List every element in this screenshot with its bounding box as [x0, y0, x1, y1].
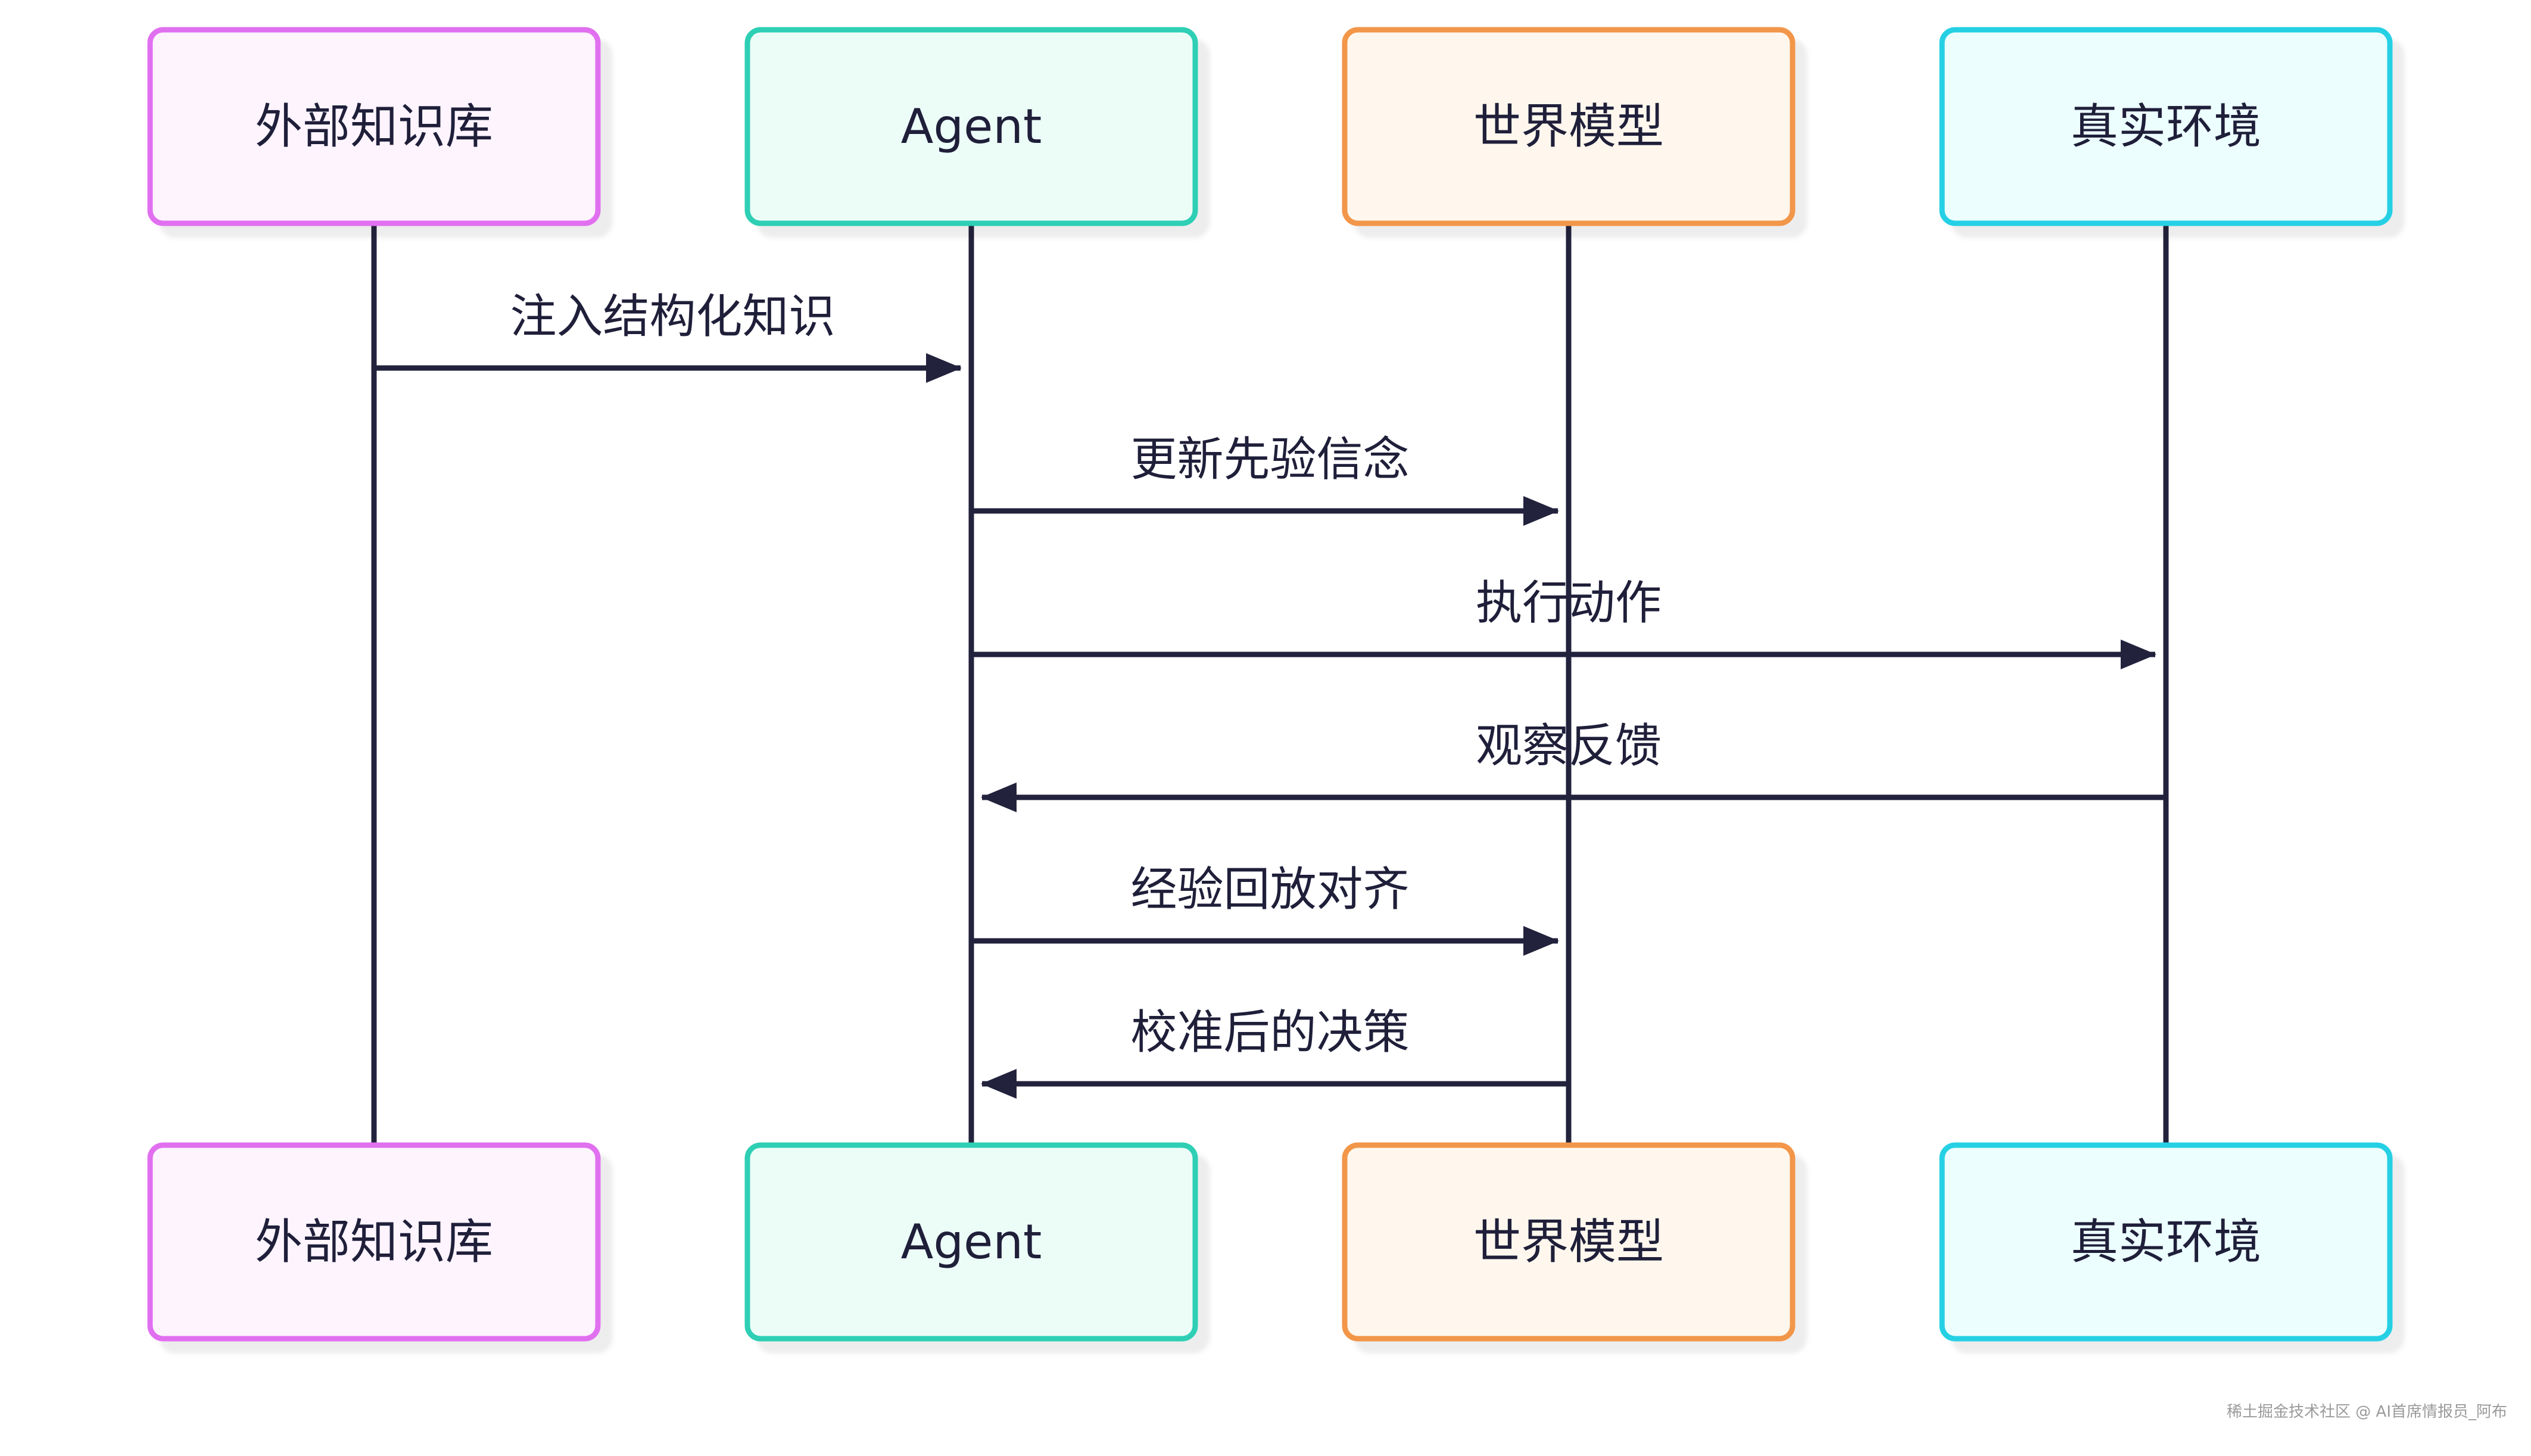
lifelines: [371, 223, 2169, 1145]
participant-wm-top: 世界模型: [1342, 27, 1796, 226]
participant-label: Agent: [901, 99, 1042, 154]
message-4: 观察反馈: [981, 719, 2166, 812]
message-label: 更新先验信念: [1130, 433, 1409, 487]
participant-label: Agent: [901, 1214, 1042, 1270]
participant-env-bottom: 真实环境: [1939, 1142, 2393, 1342]
message-6: 校准后的决策: [981, 1006, 1569, 1099]
participant-agent-top: Agent: [744, 27, 1198, 226]
message-label: 经验回放对齐: [1130, 863, 1409, 916]
participant-env-top: 真实环境: [1939, 27, 2393, 226]
watermark: 稀土掘金技术社区 @ AI首席情报员_阿布: [2227, 1403, 2507, 1421]
participant-wm-bottom: 世界模型: [1342, 1142, 1796, 1342]
message-label: 校准后的决策: [1130, 1006, 1409, 1059]
participant-box: [1342, 1142, 1796, 1342]
participant-box: [1342, 27, 1796, 226]
participants-top: 外部知识库 Agent 世界模型 真实环境: [147, 27, 2393, 226]
participant-label: 真实环境: [2071, 1214, 2261, 1270]
participant-label: 世界模型: [1473, 1214, 1664, 1270]
message-5: 经验回放对齐: [971, 863, 1559, 956]
participant-kb-bottom: 外部知识库: [147, 1142, 601, 1342]
participant-box: [1939, 1142, 2393, 1342]
participant-box: [744, 1142, 1198, 1342]
message-label: 执行动作: [1476, 576, 1662, 630]
participant-agent-bottom: Agent: [744, 1142, 1198, 1342]
participant-kb-top: 外部知识库: [147, 27, 601, 226]
message-1: 注入结构化知识: [374, 290, 962, 383]
message-label: 注入结构化知识: [510, 290, 835, 344]
message-label: 观察反馈: [1476, 719, 1662, 773]
participant-box: [1939, 27, 2393, 226]
participant-label: 真实环境: [2071, 99, 2261, 154]
participant-label: 外部知识库: [255, 1214, 493, 1270]
participant-label: 外部知识库: [255, 99, 493, 154]
participant-box: [147, 1142, 601, 1342]
participant-label: 世界模型: [1473, 99, 1664, 154]
participant-box: [147, 27, 601, 226]
message-3: 执行动作: [971, 576, 2156, 669]
participants-bottom: 外部知识库 Agent 世界模型 真实环境: [147, 1142, 2393, 1342]
message-2: 更新先验信念: [971, 433, 1559, 526]
participant-box: [744, 27, 1198, 226]
